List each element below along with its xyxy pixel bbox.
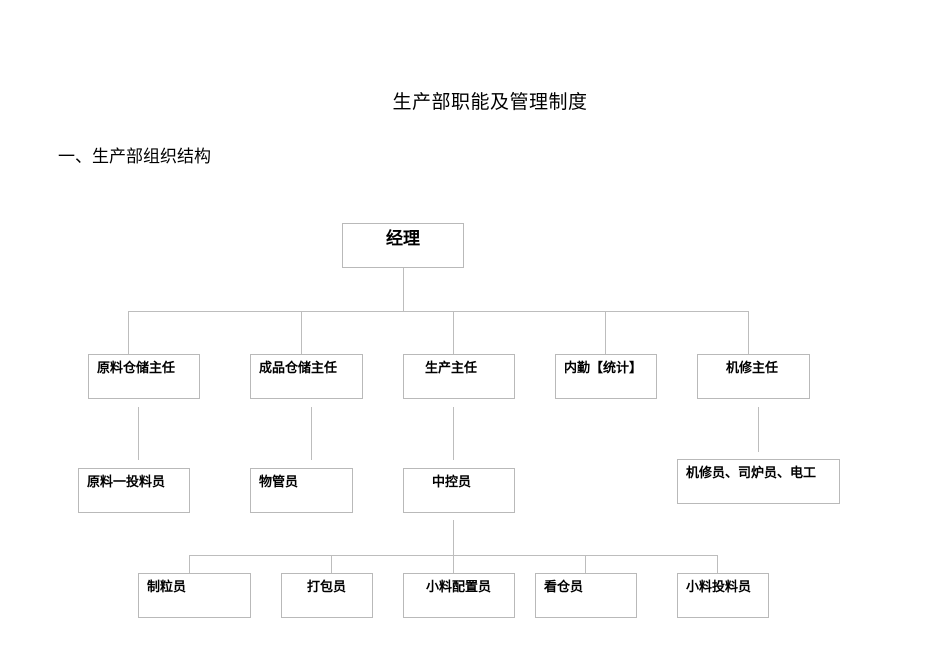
org-node-label: 成品仓储主任 xyxy=(259,361,338,376)
org-node-label: 看仓员 xyxy=(544,580,584,595)
org-node-office-statistics: 内勤【统计】 xyxy=(555,354,657,399)
org-node-finished-goods-storage-supervisor: 成品仓储主任 xyxy=(250,354,363,399)
org-node-label: 机修员、司炉员、电工 xyxy=(686,466,817,481)
org-node-label: 机修主任 xyxy=(726,361,779,376)
org-node-label: 内勤【统计】 xyxy=(564,361,643,376)
org-node-label: 打包员 xyxy=(307,580,347,595)
org-node-maintenance-supervisor: 机修主任 xyxy=(697,354,810,399)
org-node-raw-material-storage-supervisor: 原料仓储主任 xyxy=(88,354,200,399)
org-node-warehouse-watcher: 看仓员 xyxy=(535,573,637,618)
org-node-label: 原料仓储主任 xyxy=(97,361,176,376)
org-node-label: 经理 xyxy=(386,229,420,249)
connector-line xyxy=(748,311,749,354)
connector-line xyxy=(331,555,332,573)
connector-line xyxy=(403,268,404,311)
org-node-minor-ingredient-feeder: 小料投料员 xyxy=(677,573,769,618)
org-node-label: 小料配置员 xyxy=(426,580,492,595)
org-node-granulator: 制粒员 xyxy=(138,573,251,618)
org-node-minor-ingredient-preparer: 小料配置员 xyxy=(403,573,515,618)
org-node-label: 小料投料员 xyxy=(686,580,752,595)
org-node-central-control-operator: 中控员 xyxy=(403,468,515,513)
connector-line xyxy=(189,555,190,573)
connector-line xyxy=(605,311,606,354)
org-node-packer: 打包员 xyxy=(281,573,373,618)
org-node-label: 中控员 xyxy=(432,475,472,490)
org-node-raw-material-feeder: 原料一投料员 xyxy=(78,468,190,513)
org-node-maintenance-boiler-electrician: 机修员、司炉员、电工 xyxy=(677,459,840,504)
org-node-label: 生产主任 xyxy=(425,361,478,376)
org-node-materials-keeper: 物管员 xyxy=(250,468,353,513)
section-heading: 一、生产部组织结构 xyxy=(58,147,211,167)
connector-line xyxy=(453,407,454,460)
org-node-production-supervisor: 生产主任 xyxy=(403,354,515,399)
org-node-label: 制粒员 xyxy=(147,580,187,595)
connector-line xyxy=(138,407,139,460)
org-node-manager: 经理 xyxy=(342,223,464,268)
connector-line xyxy=(301,311,302,354)
connector-line xyxy=(453,555,454,573)
connector-line xyxy=(128,311,129,354)
connector-line xyxy=(128,311,748,312)
connector-line xyxy=(758,407,759,452)
org-node-label: 原料一投料员 xyxy=(87,475,166,490)
connector-line xyxy=(717,555,718,573)
connector-line xyxy=(453,520,454,555)
connector-line xyxy=(453,311,454,354)
connector-line xyxy=(585,555,586,573)
org-node-label: 物管员 xyxy=(259,475,299,490)
connector-line xyxy=(311,407,312,460)
document-title: 生产部职能及管理制度 xyxy=(392,91,588,113)
